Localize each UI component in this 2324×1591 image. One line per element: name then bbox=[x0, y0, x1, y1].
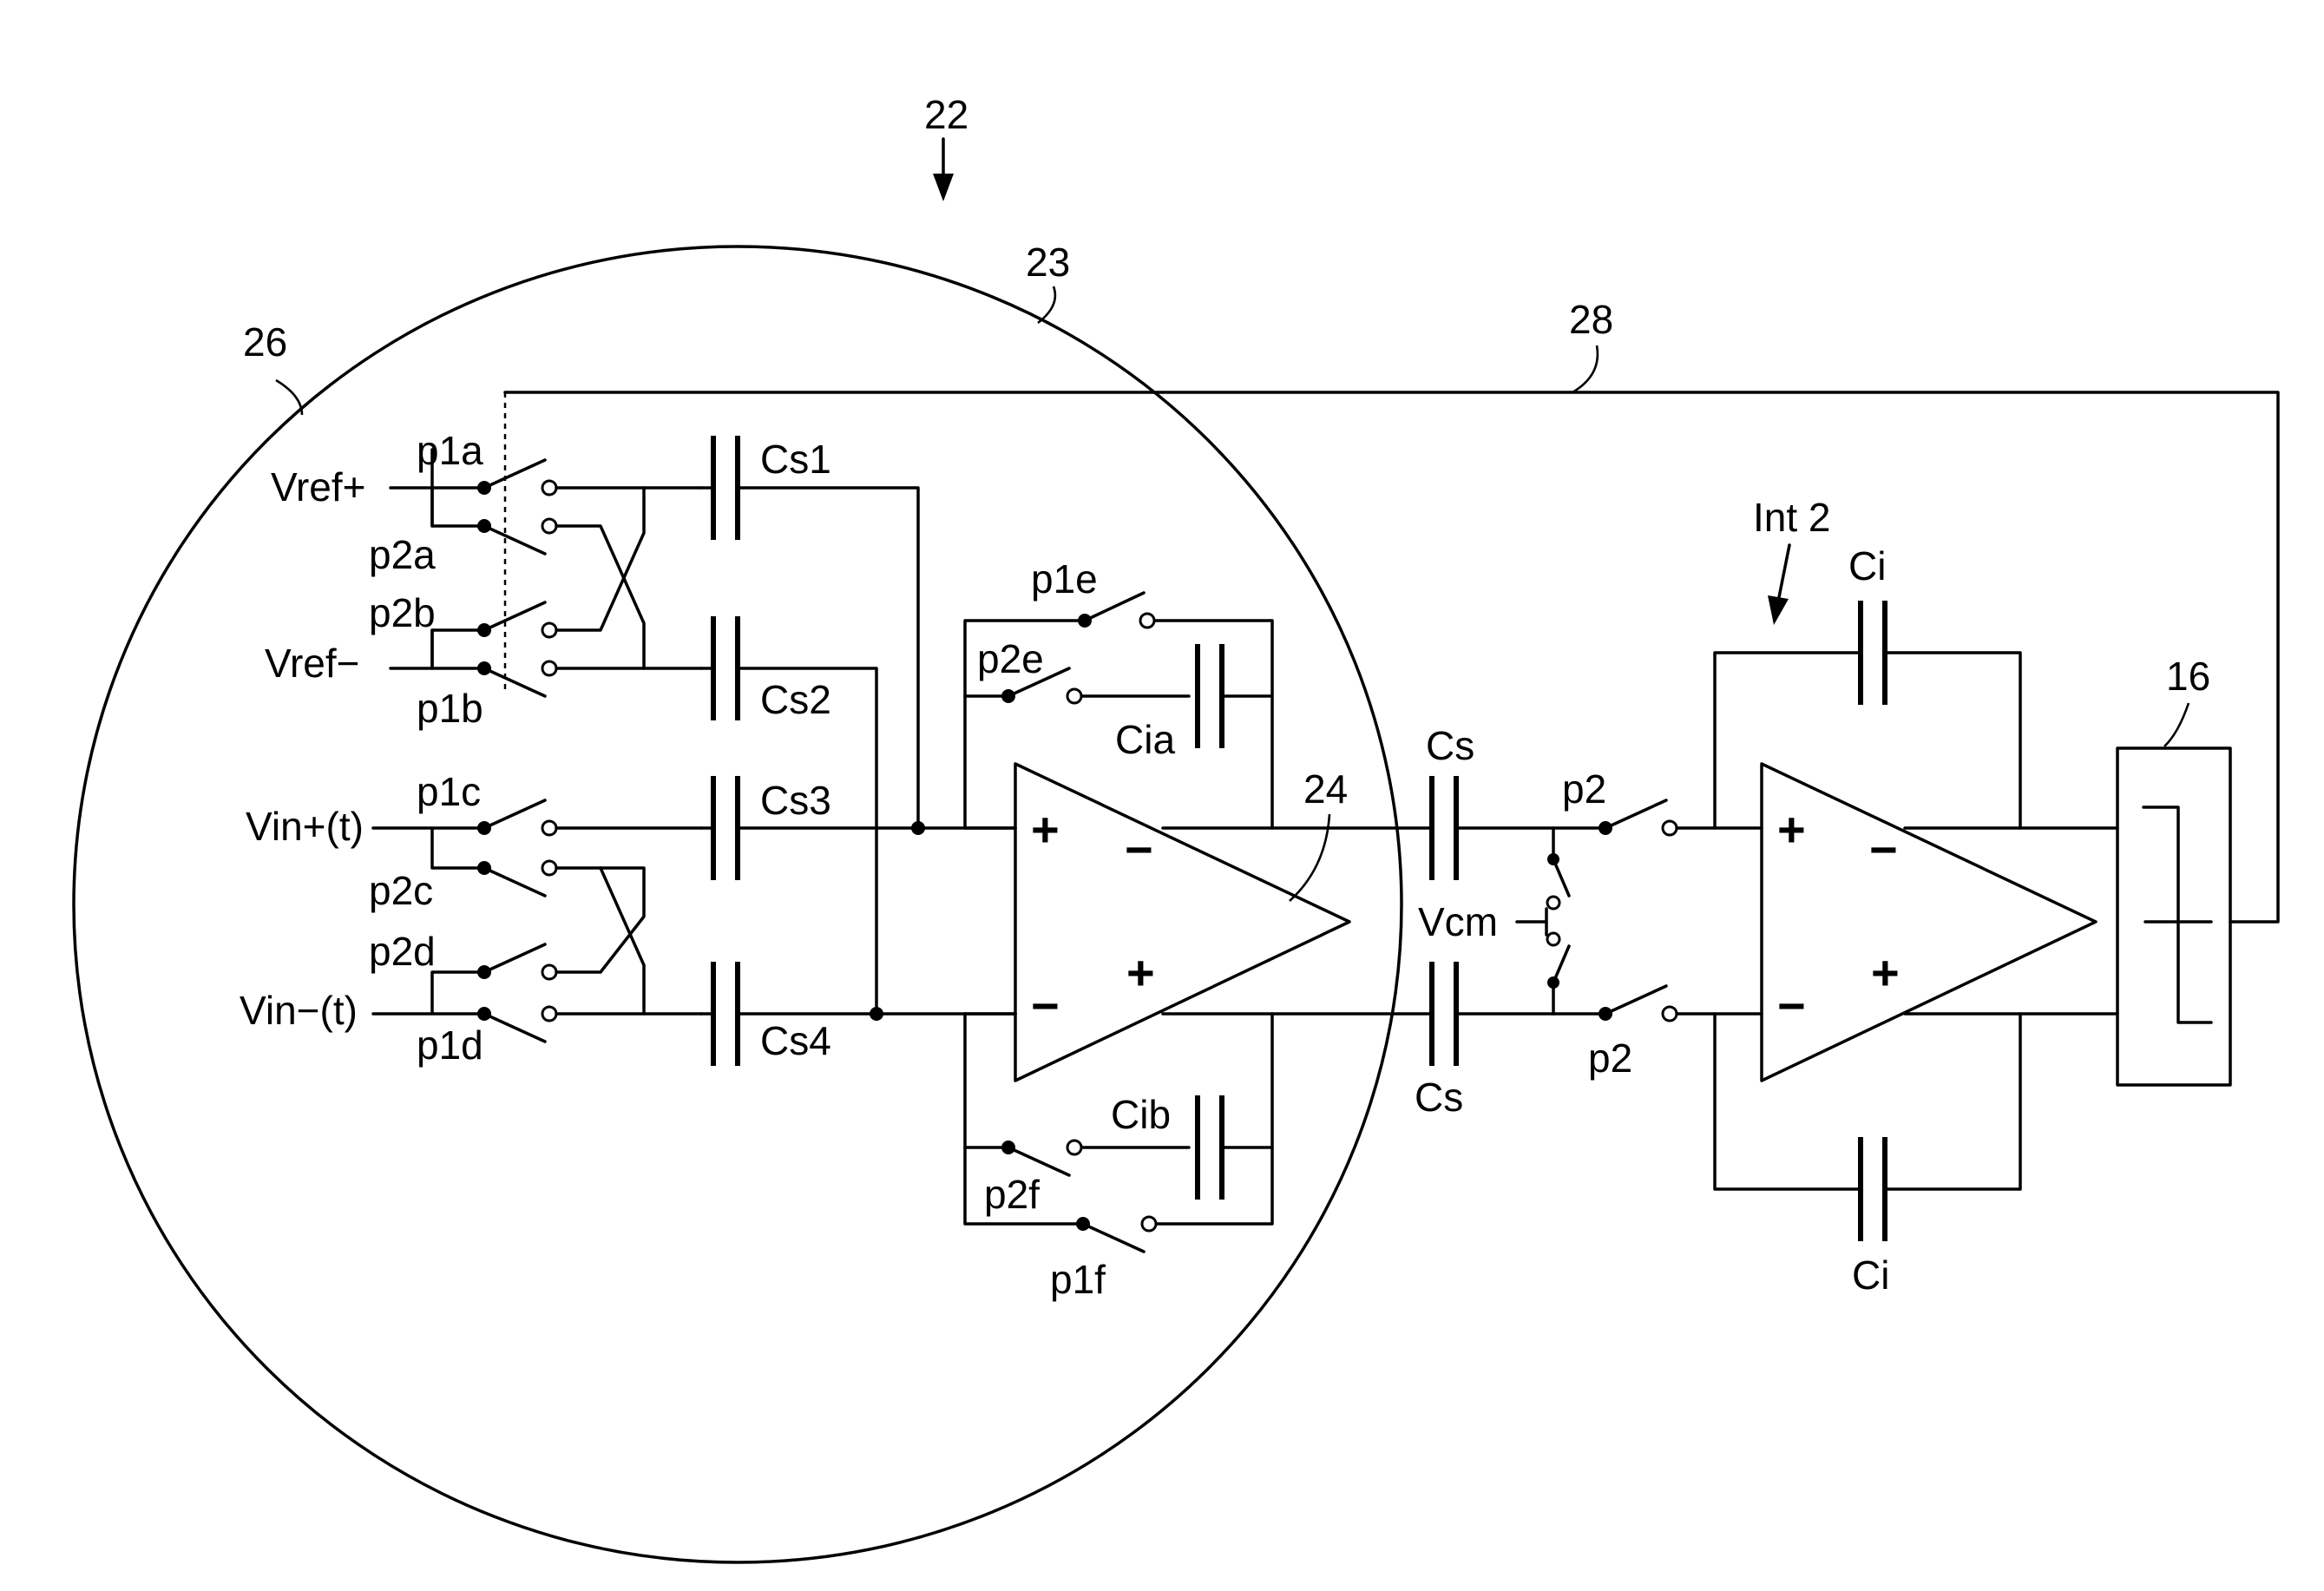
capacitor-ci-top bbox=[1861, 601, 1885, 705]
vin-neg-wire bbox=[373, 972, 484, 1014]
vref-pos-label: Vref+ bbox=[271, 464, 366, 510]
cs4-label: Cs4 bbox=[760, 1018, 831, 1063]
cs-bottom-label: Cs bbox=[1415, 1075, 1463, 1120]
opamp2-plus-out: + bbox=[1871, 945, 1900, 1000]
vcm-label: Vcm bbox=[1418, 899, 1498, 944]
opamp1-plus-in: + bbox=[1031, 802, 1060, 857]
switch-p2d-label: p2d bbox=[369, 929, 436, 974]
cross-wire-b bbox=[556, 526, 644, 668]
ref-28-leader bbox=[1572, 345, 1598, 392]
ref-22-label: 22 bbox=[924, 92, 968, 137]
vin-pos-wire bbox=[373, 828, 484, 868]
opamp1-output-wires bbox=[1163, 828, 1432, 1014]
switch-p2b-blade bbox=[484, 602, 545, 630]
int2-arrow-shaft bbox=[1779, 545, 1789, 597]
cross-wire-a bbox=[556, 488, 644, 630]
cs-top-label: Cs bbox=[1426, 723, 1474, 768]
int2-arrowhead bbox=[1768, 595, 1789, 625]
switch-p2-top-blade bbox=[1605, 800, 1666, 828]
opamp2-minus-in: − bbox=[1777, 978, 1806, 1033]
vref-neg-label: Vref− bbox=[265, 641, 360, 686]
capacitor-cs-top bbox=[1432, 776, 1456, 880]
capacitor-cs1 bbox=[713, 436, 738, 540]
second-integrator: Int 2 + − − + Ci Ci bbox=[1715, 495, 2117, 1298]
switch-p2a-blade bbox=[484, 526, 545, 554]
switch-p1a-blade bbox=[484, 460, 545, 488]
vin-pos-label: Vin+(t) bbox=[246, 804, 364, 849]
opamp2-minus-out: − bbox=[1869, 822, 1898, 877]
capacitor-cs4 bbox=[713, 962, 738, 1066]
capacitor-ci-bottom bbox=[1861, 1137, 1885, 1241]
switch-p1d-blade bbox=[484, 1014, 545, 1042]
switch-p2c-label: p2c bbox=[369, 868, 433, 913]
switch-p1e-label: p1e bbox=[1031, 556, 1098, 602]
capacitor-cs-bottom bbox=[1432, 962, 1456, 1066]
opamp1-plus-out: + bbox=[1126, 945, 1155, 1000]
vref-neg-wire bbox=[391, 630, 484, 668]
opamp-24 bbox=[1015, 764, 1349, 1081]
switch-p2d-blade bbox=[484, 944, 545, 972]
capacitor-cib bbox=[1198, 1095, 1222, 1200]
cia-label: Cia bbox=[1115, 717, 1175, 762]
switch-p2e-label: p2e bbox=[977, 636, 1044, 681]
coupling-stage: Cs Cs Vcm p2 p2 bbox=[1415, 723, 1762, 1120]
ref-28-label: 28 bbox=[1569, 297, 1613, 342]
reference-labels: 22 23 26 28 24 16 bbox=[243, 92, 2210, 901]
switch-p2a-label: p2a bbox=[369, 532, 436, 577]
switch-p1c-blade bbox=[484, 800, 545, 828]
switch-p1d-label: p1d bbox=[417, 1022, 483, 1068]
ref-16-label: 16 bbox=[2166, 654, 2210, 699]
vcm-node bbox=[1517, 909, 1546, 935]
vin-input-section: Vin+(t) Vin−(t) p1c p2c p2d p1d Cs3 Cs4 bbox=[240, 769, 1015, 1068]
capacitor-cs3 bbox=[713, 776, 738, 880]
opamp2-plus-in: + bbox=[1777, 802, 1806, 857]
ref-24-label: 24 bbox=[1303, 766, 1348, 812]
first-integrator: + − − + p1e p2e Cia Cib p2f p1f bbox=[965, 556, 1432, 1302]
opamp1-minus-out: − bbox=[1125, 822, 1153, 877]
cib-label: Cib bbox=[1111, 1092, 1171, 1137]
opamp-int2 bbox=[1762, 764, 2096, 1081]
vref-input-section: Vref+ Vref− p1a p2a p2b p1b Cs1 Cs2 bbox=[265, 428, 918, 1014]
switch-p2-top-label: p2 bbox=[1562, 766, 1606, 812]
switch-p1f-label: p1f bbox=[1050, 1257, 1106, 1302]
node-minus-input bbox=[870, 1007, 883, 1021]
ref-16-leader bbox=[2164, 703, 2189, 746]
switch-p1c-label: p1c bbox=[417, 769, 481, 814]
comparator-16 bbox=[2117, 748, 2230, 1085]
cs3-label: Cs3 bbox=[760, 778, 831, 823]
switch-p1a-label: p1a bbox=[417, 428, 483, 473]
ref-22-arrowhead bbox=[933, 174, 954, 201]
int2-label: Int 2 bbox=[1753, 495, 1831, 540]
cross-wire-d bbox=[556, 868, 644, 1014]
ref-23-label: 23 bbox=[1026, 240, 1070, 285]
switch-p1f-blade bbox=[1083, 1224, 1144, 1252]
cross-wire-c bbox=[556, 828, 701, 972]
switch-p2f-label: p2f bbox=[984, 1172, 1040, 1217]
capacitor-cia bbox=[1198, 644, 1222, 748]
opamp1-minus-in: − bbox=[1031, 978, 1060, 1033]
cs2-label: Cs2 bbox=[760, 677, 831, 722]
node-plus-input bbox=[911, 821, 925, 835]
ci-top-label: Ci bbox=[1848, 543, 1886, 588]
switch-p2b-label: p2b bbox=[369, 590, 436, 635]
comparator-box bbox=[2117, 748, 2230, 1085]
cs1-label: Cs1 bbox=[760, 437, 831, 482]
switch-p2c-blade bbox=[484, 868, 545, 896]
switch-p1b-blade bbox=[484, 668, 545, 696]
ci-bottom-label: Ci bbox=[1852, 1252, 1889, 1298]
switch-p2-bottom-label: p2 bbox=[1588, 1035, 1632, 1081]
comparator-step-symbol bbox=[2143, 807, 2211, 1022]
capacitor-cs2 bbox=[713, 616, 738, 720]
switch-p1b-label: p1b bbox=[417, 686, 483, 731]
switch-p2-bottom-blade bbox=[1605, 986, 1666, 1014]
opamp2-output-wires bbox=[1905, 828, 2117, 1014]
vin-neg-label: Vin−(t) bbox=[240, 988, 358, 1033]
ref-26-label: 26 bbox=[243, 319, 287, 365]
